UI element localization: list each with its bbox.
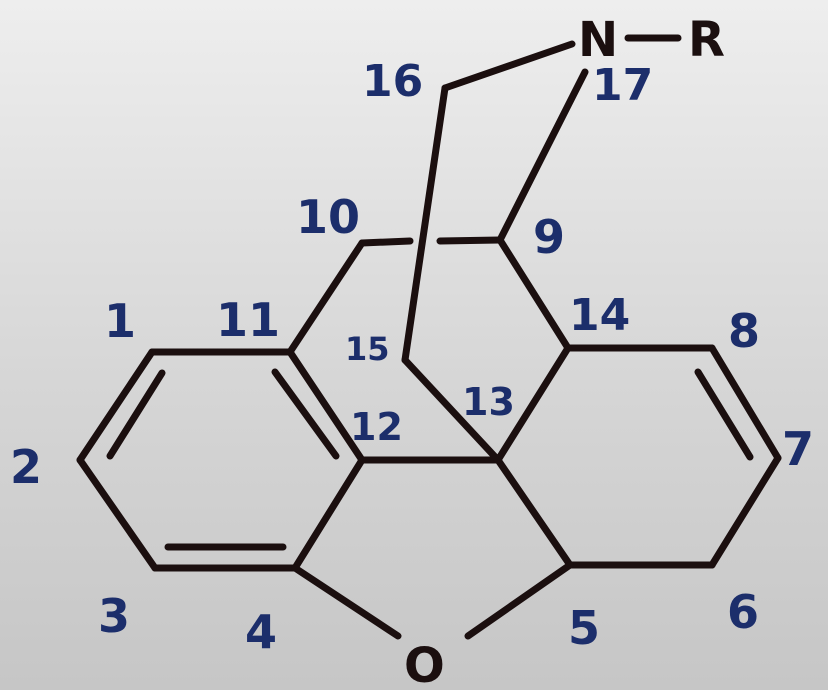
locant-5: 5 [568, 601, 600, 655]
locant-11: 11 [216, 293, 280, 347]
oxygen-atom: O [404, 638, 445, 690]
double-bond-c11-c12 [271, 368, 340, 460]
substituent-r: R [688, 12, 725, 68]
locant-8: 8 [728, 304, 760, 358]
locant-6: 6 [727, 585, 759, 639]
bond-c3-c2 [76, 456, 159, 572]
locant-16: 16 [362, 56, 423, 107]
bond-c5-c13 [494, 456, 574, 569]
locant-1: 1 [104, 294, 136, 348]
bonds [76, 34, 782, 640]
locant-12: 12 [350, 405, 403, 449]
locant-14: 14 [569, 290, 630, 341]
bond-c13-c15 [401, 356, 502, 464]
locant-3: 3 [98, 589, 130, 643]
bond-c8-c7 [708, 344, 782, 462]
bond-c16-n [441, 40, 576, 92]
locant-15: 15 [345, 330, 390, 368]
locant-4: 4 [245, 605, 277, 659]
bond-c9-c14 [496, 236, 572, 352]
bond-c9-n [496, 68, 589, 244]
locant-13: 13 [462, 380, 515, 424]
bond-c10-c9-right [436, 236, 504, 245]
locant-2: 2 [10, 440, 42, 494]
locant-10: 10 [296, 190, 360, 244]
bond-c10-c9-left [358, 237, 414, 247]
locant-17: 17 [592, 60, 653, 111]
atom-symbols: N R O [404, 12, 725, 690]
double-bond-c7-c8 [694, 368, 754, 461]
nitrogen-atom: N [578, 12, 618, 68]
locant-9: 9 [533, 210, 565, 264]
locant-7: 7 [782, 422, 814, 476]
locant-labels: 1 2 3 4 5 6 7 8 9 10 11 12 13 14 15 16 1… [10, 56, 814, 659]
double-bond-c1-c2 [106, 369, 166, 460]
bond-o-c5 [464, 561, 574, 640]
bond-c2-c1 [76, 348, 156, 464]
bond-c11-c10 [286, 239, 366, 356]
bond-c12-c4 [291, 456, 366, 572]
bond-c7-c6 [708, 454, 782, 569]
bond-c15-c16 [401, 84, 449, 364]
bond-c11-c12 [286, 348, 366, 464]
bond-c13-c14 [494, 344, 572, 464]
bond-c4-o [291, 564, 402, 640]
